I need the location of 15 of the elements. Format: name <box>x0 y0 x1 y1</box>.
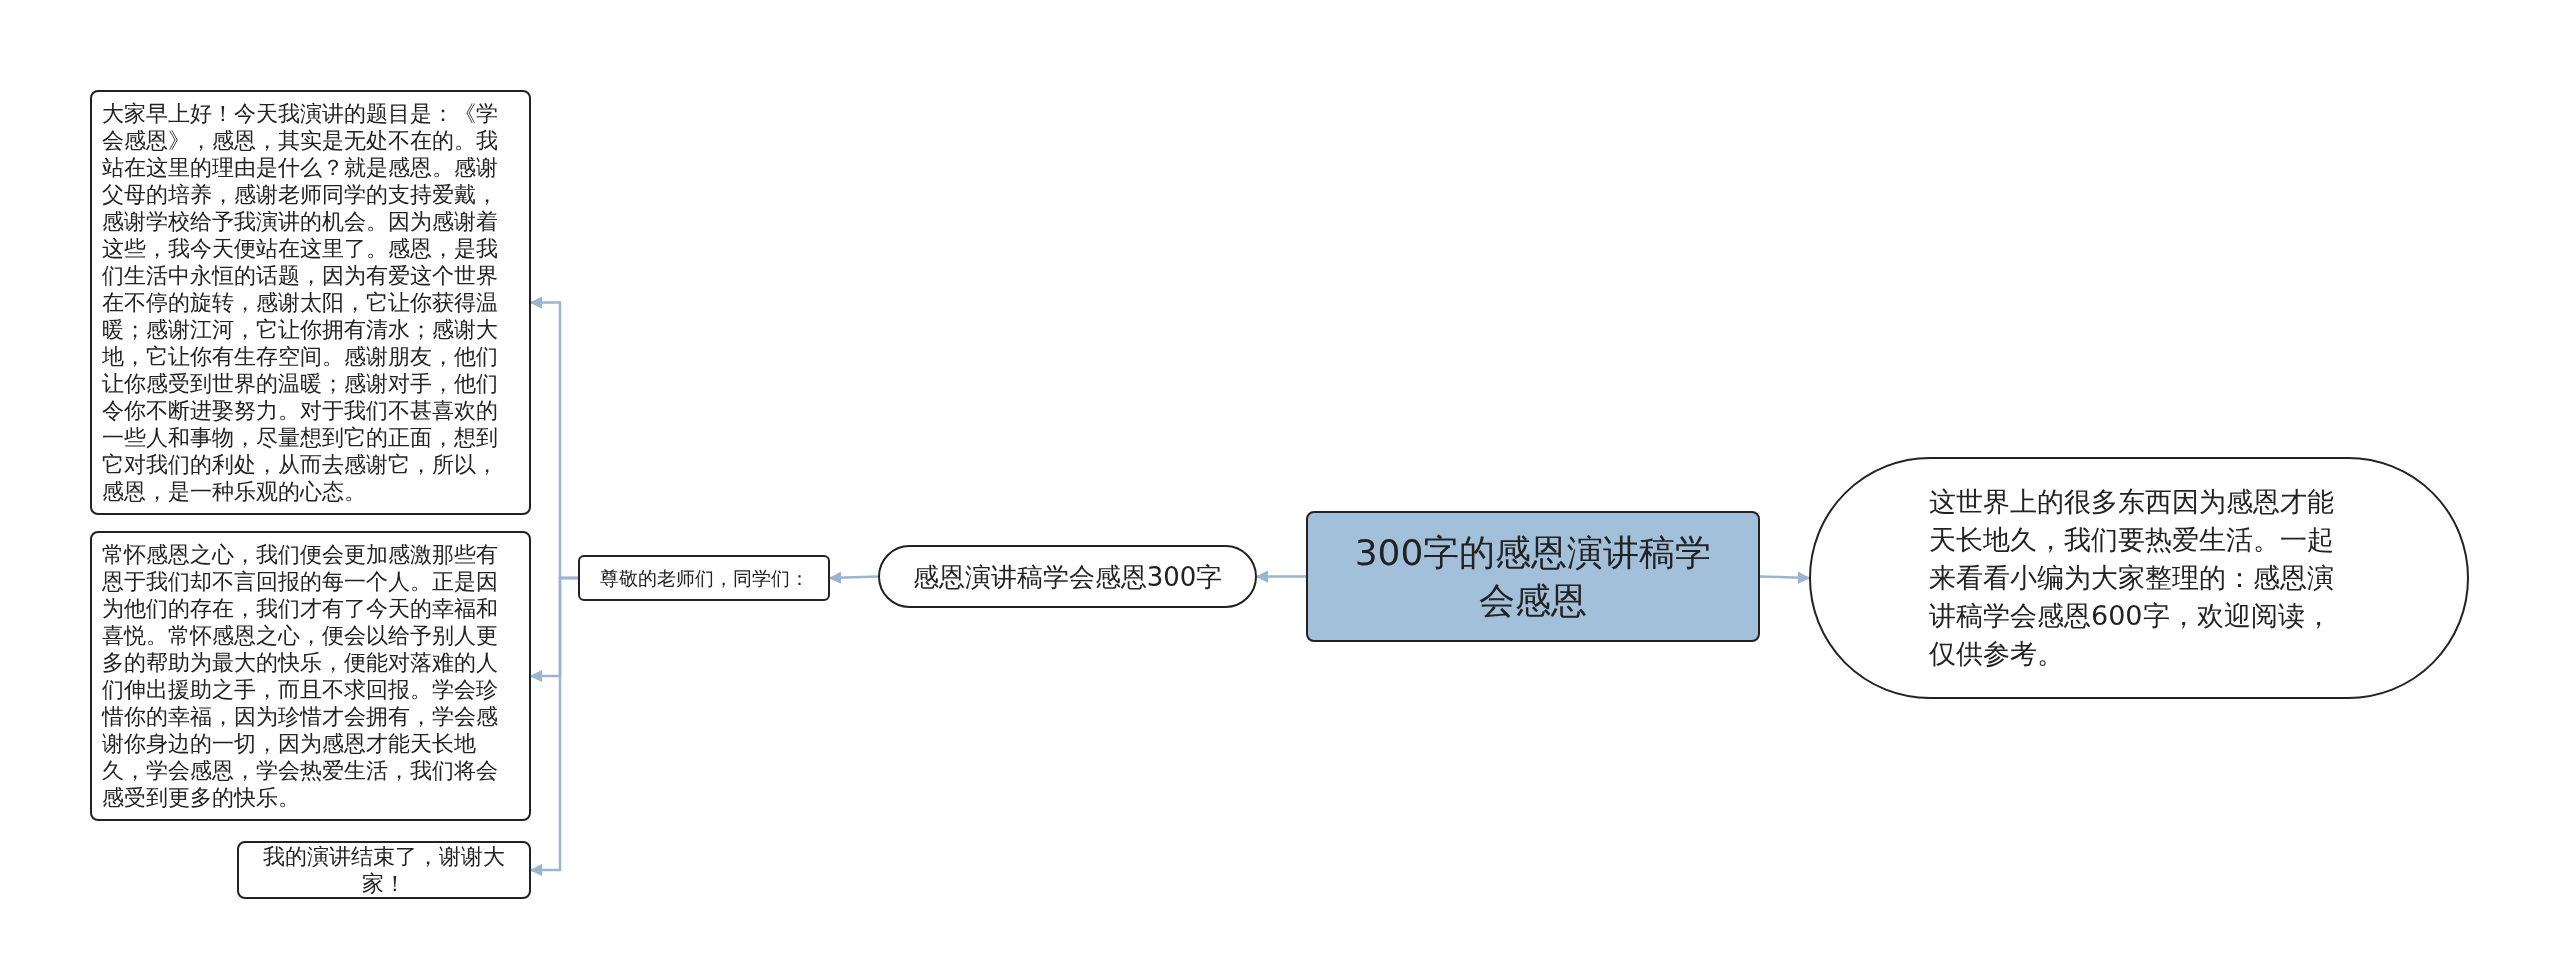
node-text: 我的演讲结束了，谢谢大家！ <box>262 843 506 897</box>
node-text: 感恩演讲稿学会感恩300字 <box>912 560 1223 593</box>
topic-box <box>1306 511 1760 642</box>
node-text: 尊敬的老师们，同学们： <box>599 566 809 590</box>
branch-box <box>578 555 830 601</box>
connector-arrow <box>1759 571 1811 584</box>
node-text: 常怀感恩之心，我们便会更加感激那些有恩于我们却不言回报的每一个人。正是因为他们的存在，我们才有了今天的幸福和喜悦。常怀感恩之心，便会以给予别人更多的帮助为最大的快乐，便能对落难的人们伸出援助之手，而且不求回报。学会珍惜你的幸福，因为珍惜才会拥有，学会感谢你身边的一切，因为感恩才能天长地久，学会感恩，学会热爱生活，我们将会感受到更多的快乐。 <box>102 541 499 811</box>
connector-arrow <box>828 571 879 584</box>
connector-arrow <box>1255 570 1306 583</box>
connector-arrow <box>529 576 578 877</box>
node-text: 大家早上好！今天我演讲的题目是：《学会感恩》，感恩，其实是无处不在的。我站在这里的理由是什么？就是感恩。感谢父母的培养，感谢老师同学的支持爱戴，感谢学校给予我演讲的机会。因为感谢着这些，我今天便站在这里了。感恩，是我们生活中永恒的话题，因为有爱这个世界在不停的旋转，感谢太阳，它让你获得温暖；感谢江河，它让你拥有清水；感谢大地，它让你有生存空间。感谢朋友，他们让你感受到世界的温暖；感谢对手，他们令你不断进娶努力。对于我们不甚喜欢的一些人和事物，尽量想到它的正面，想到它对我们的利处，从而去感谢它，所以，感恩，是一种乐观的心态。 <box>102 100 499 505</box>
text-box <box>90 531 531 821</box>
node-text: 这世界上的很多东西因为感恩才能天长地久，我们要热爱生活。一起来看看小编为大家整理的：感恩演讲稿学会感恩600字，欢迎阅读，仅供参考。 <box>1929 485 2335 671</box>
text-box <box>237 841 531 899</box>
node-text: 300字的感恩演讲稿学会感恩 <box>1353 530 1713 623</box>
